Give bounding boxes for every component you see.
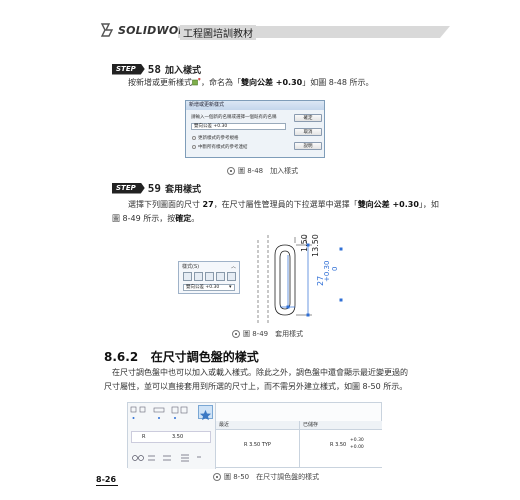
dimension-palette: R 3.50	[128, 403, 216, 469]
saved-tol-plus: +0.30	[350, 438, 364, 443]
radius-prefix: R	[142, 434, 146, 440]
recent-header: 最近	[216, 421, 299, 430]
option-2-radio[interactable]	[192, 145, 196, 149]
saved-header: 已儲存	[300, 421, 382, 430]
palette-footer-icons	[132, 454, 201, 462]
recent-style-item[interactable]: R 3.50 TYP	[244, 442, 271, 448]
section-para-line2: 尺寸屬性，並可以直接套用到所選的尺寸上，而不需另外建立樣式，如圖 8-50 所示…	[104, 382, 408, 391]
chevron-down-icon[interactable]: ▾	[229, 284, 232, 290]
apply-default-icon[interactable]	[183, 272, 192, 281]
option-1-radio[interactable]	[192, 136, 196, 140]
page-header: SOLIDWORKS 工程圖培訓教材	[0, 22, 450, 40]
add-style-icon	[192, 78, 201, 86]
header-bar-tail	[440, 26, 450, 38]
delete-style-icon[interactable]	[216, 272, 225, 281]
add-update-style-dialog: 新增或更新樣式 請輸入一個新的名稱或選擇一個既有的名稱 雙向公差 +0.30 更…	[185, 100, 325, 158]
caption-icon	[232, 330, 240, 338]
option-2-label: 中斷所有樣式的參考連結	[198, 145, 248, 150]
dialog-prompt: 請輸入一個新的名稱或選擇一個既有的名稱	[191, 115, 277, 120]
update-style-icon[interactable]	[205, 272, 214, 281]
header-tag: 工程圖培訓教材	[180, 25, 256, 40]
help-button[interactable]: 說明	[294, 142, 322, 150]
option-1-label: 更新樣式的參考規格	[198, 136, 239, 141]
caption-icon	[213, 473, 221, 481]
save-style-icon[interactable]	[227, 272, 236, 281]
add-style-icon[interactable]	[194, 272, 203, 281]
figure-8-49-caption: 圖 8-49 套用樣式	[232, 329, 303, 339]
dimension-value-field[interactable]: R 3.50	[131, 431, 211, 443]
recent-styles-column: 最近 R 3.50 TYP	[216, 421, 300, 467]
step-badge: STEP	[112, 63, 145, 75]
step-59-heading: STEP 59 套用樣式	[112, 181, 201, 195]
section-heading: 8.6.2 在尺寸調色盤的樣式	[104, 348, 259, 365]
dimension-palette-figure: R 3.50 最近 R 3.50 TYP 已儲存 R 3.50 +0.30 +0…	[127, 402, 382, 469]
saved-styles-column: 已儲存 R 3.50 +0.30 +0.00	[300, 421, 382, 467]
cancel-button[interactable]: 取消	[294, 128, 322, 136]
saved-style-item[interactable]: R 3.50 +0.30 +0.00	[330, 438, 364, 450]
figure-8-48-caption: 圖 8-48 加入樣式	[227, 166, 298, 176]
panel-title: 樣式(S)	[182, 264, 200, 270]
dim-tolerance-zero: 0	[331, 266, 339, 271]
dim-1-50[interactable]: 1.50	[300, 234, 309, 252]
slot-drawing	[257, 235, 343, 325]
style-name-input[interactable]: 雙向公差 +0.30	[191, 123, 286, 130]
step-58-heading: STEP 58 加入樣式	[112, 62, 201, 76]
step-title: 套用樣式	[164, 184, 201, 195]
step-badge: STEP	[112, 182, 145, 194]
section-para-line1: 在尺寸調色盤中也可以加入或載入樣式。除此之外，調色盤中還會顯示最近變更過的	[112, 368, 408, 377]
dim-tolerance-plus: +0.30	[323, 260, 331, 282]
dimension-value: 3.50	[172, 434, 184, 440]
step-number: 58	[147, 62, 161, 76]
dialog-title: 新增或更新樣式	[186, 101, 324, 110]
caption-icon	[227, 167, 235, 175]
figure-8-50-caption: 圖 8-50 在尺寸調色盤的樣式	[213, 472, 319, 482]
step-59-text-line1: 選擇下列圖面的尺寸 27，在尺寸屬性管理員的下拉選單中選擇「雙向公差 +0.30…	[128, 200, 439, 209]
solidworks-logo-icon	[100, 23, 114, 37]
saved-tol-zero: +0.00	[350, 445, 364, 450]
step-59-text-line2: 圖 8-49 所示，按確定。	[112, 214, 200, 223]
style-select[interactable]: 雙向公差 +0.30	[183, 284, 235, 291]
step-58-text: 按新增或更新樣式，命名為「雙向公差 +0.30」如圖 8-48 所示。	[128, 78, 374, 87]
section-title: 在尺寸調色盤的樣式	[150, 350, 259, 364]
step-title: 加入樣式	[164, 65, 201, 76]
panel-collapse-icon[interactable]: ︿	[230, 264, 236, 270]
section-number: 8.6.2	[104, 350, 139, 364]
palette-icons	[130, 406, 188, 419]
step-number: 59	[147, 181, 161, 195]
ok-button[interactable]: 確定	[294, 114, 322, 122]
style-icon[interactable]	[198, 405, 213, 421]
style-property-panel: 樣式(S) ︿ 雙向公差 +0.30 ▾	[178, 261, 240, 294]
dim-13-50[interactable]: 13.50	[311, 234, 320, 257]
page-number: 8-26	[96, 475, 119, 486]
